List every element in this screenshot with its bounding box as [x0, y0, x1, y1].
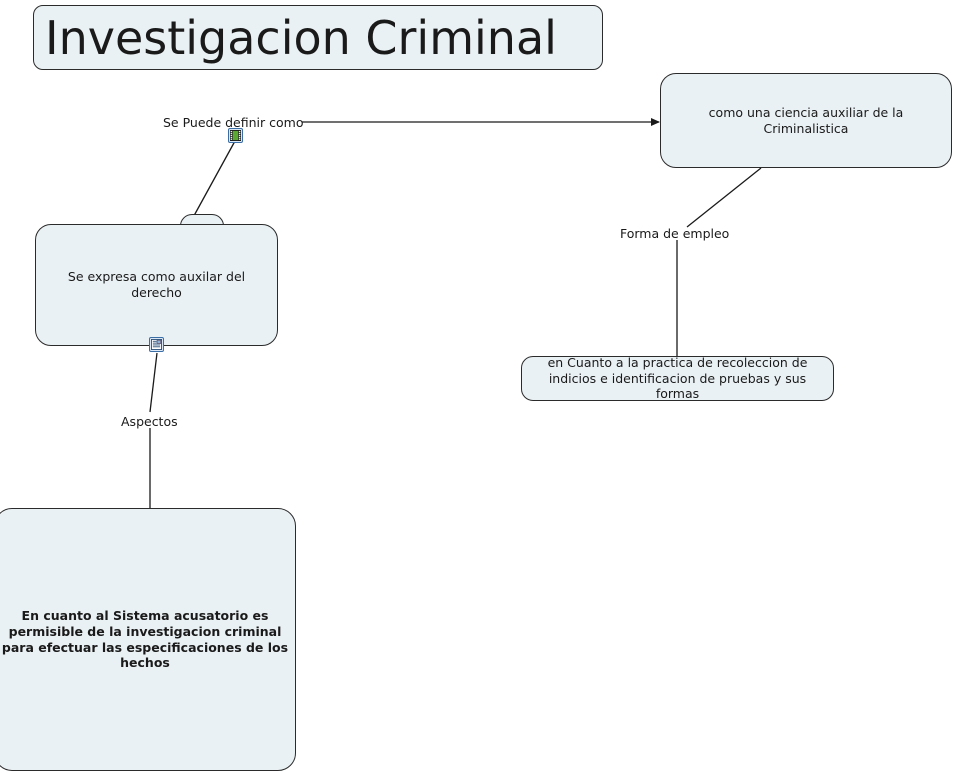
node-recoleccion-indicios-label: en Cuanto a la practica de recoleccion d… — [547, 355, 808, 402]
node-ciencia-auxiliar[interactable]: como una ciencia auxiliar de la Criminal… — [660, 73, 952, 168]
film-strip-icon[interactable] — [228, 128, 243, 143]
node-se-expresa-auxilar-derecho[interactable]: Se expresa como auxilar del derecho — [35, 224, 278, 346]
node-ciencia-auxiliar-label: como una ciencia auxiliar de la Criminal… — [708, 104, 904, 136]
node-sistema-acusatorio[interactable]: En cuanto al Sistema acusatorio es permi… — [0, 508, 296, 771]
edge-label-se-puede-definir-como[interactable]: Se Puede definir como — [163, 115, 304, 130]
edge-sepuede-to-expresa — [189, 140, 236, 224]
node-title-label: Investigacion Criminal — [45, 10, 557, 65]
edge-label-aspectos[interactable]: Aspectos — [121, 414, 178, 429]
node-title[interactable]: Investigacion Criminal — [33, 5, 603, 70]
edge-label-forma-de-empleo[interactable]: Forma de empleo — [620, 226, 730, 241]
node-sistema-acusatorio-label: En cuanto al Sistema acusatorio es permi… — [1, 608, 289, 671]
edge-ciencia-to-forma — [686, 167, 762, 228]
document-image-icon[interactable] — [149, 337, 164, 352]
edge-expresa-to-aspectos — [149, 352, 158, 413]
node-se-expresa-auxilar-derecho-label: Se expresa como auxilar del derecho — [67, 269, 246, 300]
node-recoleccion-indicios[interactable]: en Cuanto a la practica de recoleccion d… — [521, 355, 834, 402]
